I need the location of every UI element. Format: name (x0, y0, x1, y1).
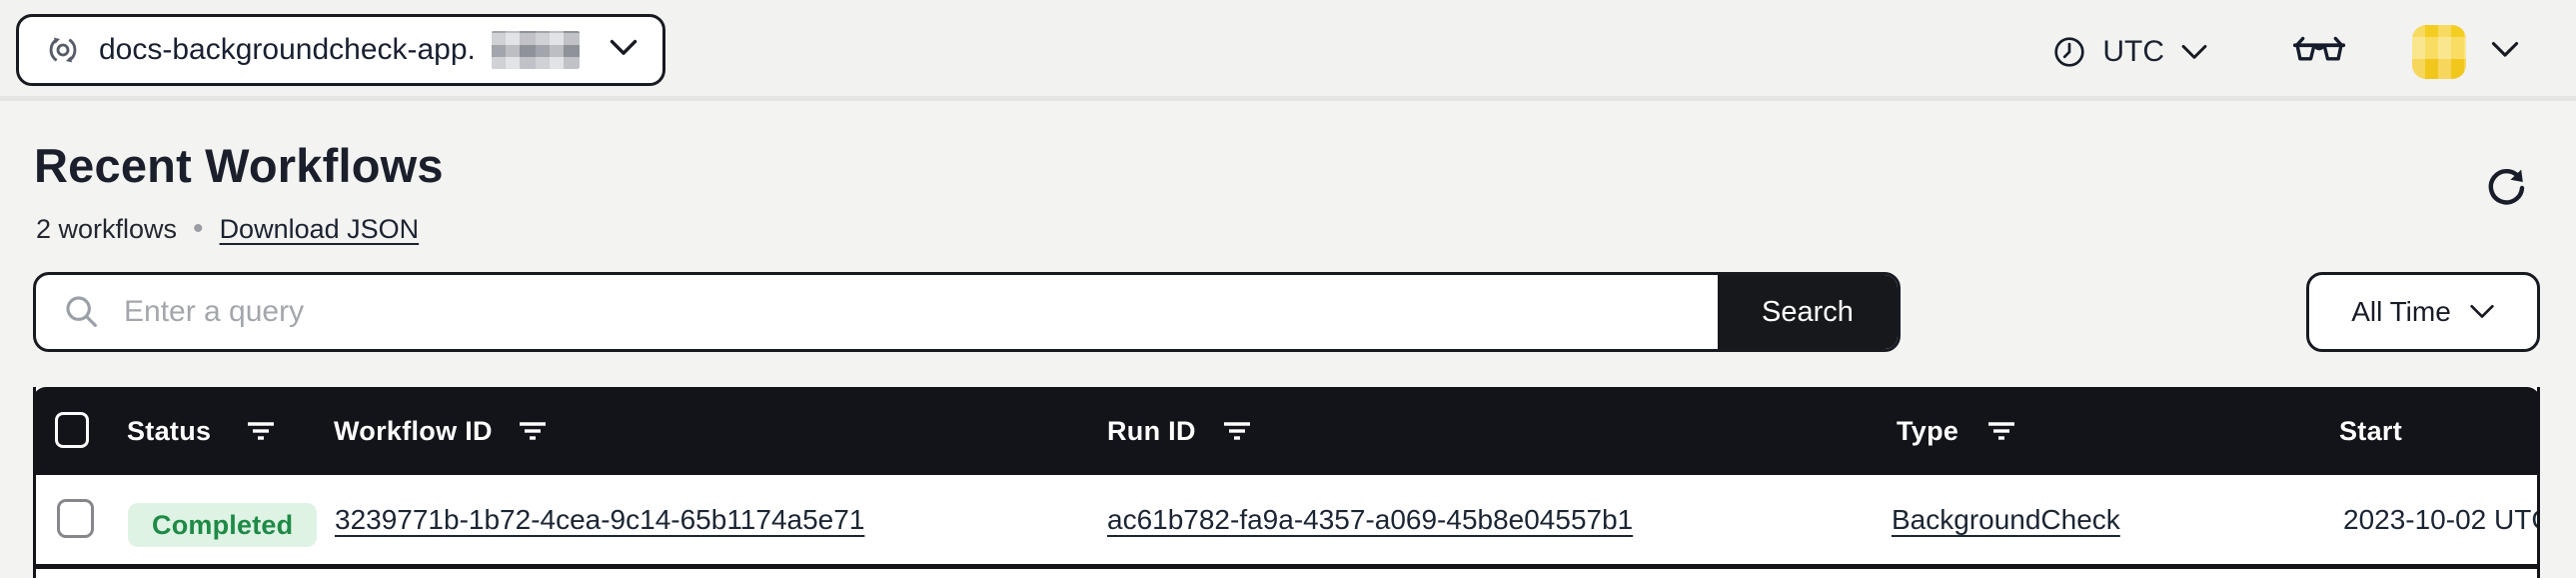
column-header-run-id: Run ID (1107, 415, 1196, 446)
run-id-link[interactable]: ac61b782-fa9a-4357-a069-45b8e04557b1 (1107, 503, 1634, 535)
row-divider (36, 564, 2537, 569)
row-checkbox[interactable] (57, 499, 94, 538)
namespace-label: docs-backgroundcheck-app. (99, 33, 476, 66)
timezone-label: UTC (2102, 35, 2164, 68)
download-json-link[interactable]: Download JSON (219, 213, 420, 244)
chevron-down-icon (2469, 304, 2495, 320)
column-header-workflow-id: Workflow ID (334, 415, 493, 446)
column-header-start: Start (2339, 415, 2403, 446)
page-title: Recent Workflows (34, 139, 444, 192)
search-input-wrap (36, 275, 1718, 349)
time-range-filter[interactable]: All Time (2306, 272, 2540, 352)
search-button[interactable]: Search (1718, 275, 1898, 349)
column-header-type: Type (1897, 415, 1959, 446)
query-search-bar: Search (33, 272, 1901, 352)
column-header-status: Status (127, 415, 212, 446)
workflow-count: 2 workflows (36, 213, 178, 244)
namespace-sync-icon (43, 30, 83, 70)
status-badge: Completed (128, 503, 318, 547)
table-header-row: Status Workflow ID Run ID (36, 387, 2537, 475)
refresh-icon (2488, 169, 2525, 205)
workflows-table: Status Workflow ID Run ID (33, 387, 2540, 578)
workflow-id-link[interactable]: 3239771b-1b72-4cea-9c14-65b1174a5e71 (335, 503, 865, 535)
account-menu-chevron-down-icon[interactable] (2490, 41, 2520, 64)
namespace-selector[interactable]: docs-backgroundcheck-app. (16, 14, 665, 86)
query-input[interactable] (122, 294, 1692, 330)
magnifier-icon (62, 292, 102, 332)
clock-icon (2052, 35, 2086, 69)
status-filter-icon[interactable] (245, 387, 277, 475)
topbar-right-controls: UTC (2052, 0, 2520, 96)
select-all-checkbox[interactable] (55, 412, 89, 448)
table-row-partial (36, 569, 2537, 578)
refresh-button[interactable] (2480, 162, 2532, 214)
top-navigation-bar: docs-backgroundcheck-app. UTC (0, 0, 2576, 101)
workflow-type-link[interactable]: BackgroundCheck (1892, 503, 2120, 535)
start-time-value: 2023-10-02 UTC (2343, 503, 2537, 535)
table-row[interactable]: Completed 3239771b-1b72-4cea-9c14-65b117… (36, 475, 2537, 564)
workflow-count-row: 2 workflows • Download JSON (36, 212, 419, 246)
glasses-icon (2292, 36, 2346, 68)
labs-mode-toggle[interactable] (2292, 36, 2346, 68)
workflow-id-filter-icon[interactable] (517, 387, 549, 475)
timezone-selector[interactable]: UTC (2052, 35, 2208, 69)
chevron-down-icon (609, 39, 639, 62)
time-range-label: All Time (2351, 296, 2451, 327)
run-id-filter-icon[interactable] (1221, 387, 1253, 475)
type-filter-icon[interactable] (1985, 387, 2017, 475)
bullet-separator: • (193, 212, 204, 245)
chevron-down-icon (2180, 44, 2208, 61)
account-avatar[interactable] (2412, 25, 2466, 79)
namespace-redacted-text (491, 31, 580, 69)
